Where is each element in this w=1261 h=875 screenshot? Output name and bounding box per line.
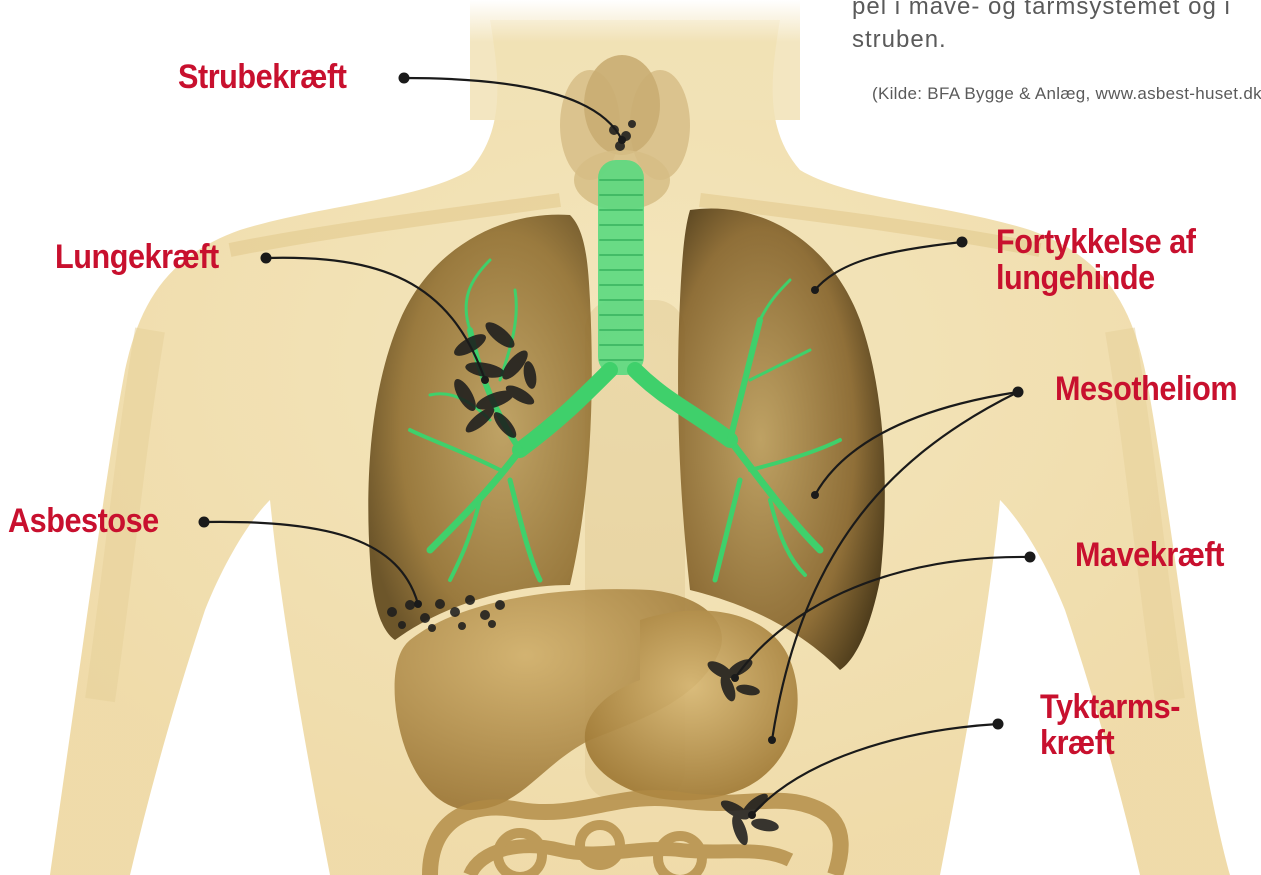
intro-line-2: struben.: [852, 23, 1261, 56]
label-fortykkelse-line-2: lungehinde: [996, 261, 1196, 297]
label-mesotheliom: Mesotheliom: [1055, 372, 1237, 408]
label-strubekraeft: Strubekræft: [178, 60, 346, 96]
label-fortykkelse: Fortykkelse af lungehinde: [996, 225, 1196, 296]
label-lungekraeft: Lungekræft: [55, 240, 219, 276]
label-tyktarm-line-2: kræft: [1040, 726, 1180, 762]
intro-text: pel i mave- og tarmsystemet og i struben…: [852, 0, 1261, 56]
label-asbestose: Asbestose: [8, 504, 159, 540]
intro-line-1: pel i mave- og tarmsystemet og i: [852, 0, 1261, 23]
label-tyktarmskraeft: Tyktarms- kræft: [1040, 690, 1180, 761]
label-fortykkelse-line-1: Fortykkelse af: [996, 225, 1196, 261]
source-citation: (Kilde: BFA Bygge & Anlæg, www.asbest-hu…: [872, 84, 1261, 104]
label-mavekraeft: Mavekræft: [1075, 538, 1224, 574]
label-tyktarm-line-1: Tyktarms-: [1040, 690, 1180, 726]
